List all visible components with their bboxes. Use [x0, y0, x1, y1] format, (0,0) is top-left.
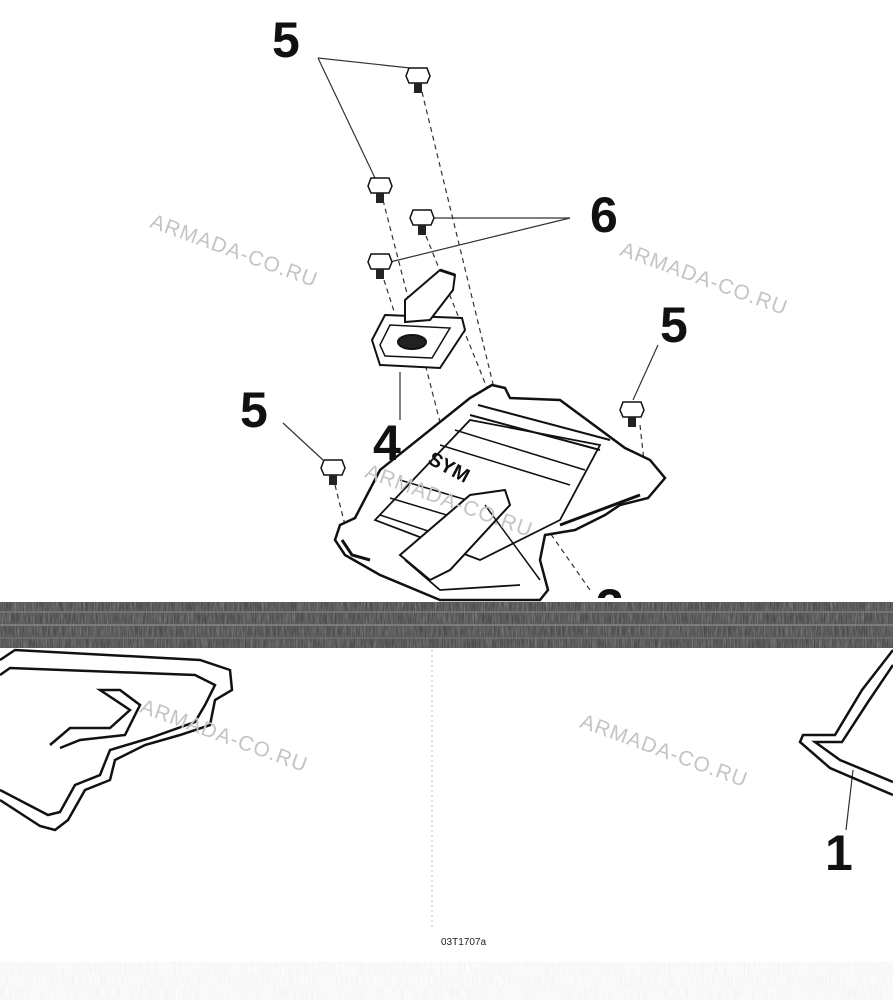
- scan-noise: [0, 960, 893, 1000]
- callout-5-top: 5: [272, 12, 300, 68]
- callout-5-right: 5: [660, 297, 688, 353]
- bolt-lower: [367, 253, 393, 279]
- callout-5-left: 5: [240, 382, 268, 438]
- callout-6: 6: [590, 187, 618, 243]
- valve-cover: SYM: [333, 383, 667, 602]
- drawing-code: 03T1707a: [441, 937, 487, 948]
- bolt-left: [320, 459, 346, 485]
- callout-1: 1: [825, 825, 853, 881]
- bolt-middle: [409, 209, 435, 235]
- callout-4: 4: [373, 415, 401, 471]
- callout-3: 3: [596, 582, 624, 598]
- bolt-right: [619, 401, 645, 427]
- bolt-top: [405, 67, 431, 93]
- breather-cover: [370, 268, 467, 370]
- break-band: [0, 602, 893, 648]
- gasket: [0, 648, 893, 832]
- bolt-upper-left: [367, 177, 393, 203]
